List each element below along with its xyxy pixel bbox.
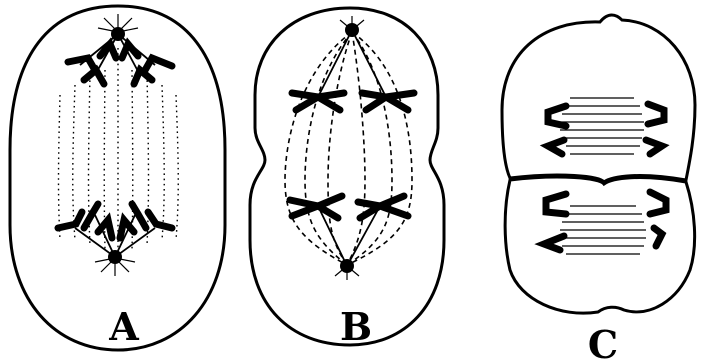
cell-a [10,6,225,350]
panel-label-b: B [340,304,372,349]
panel-label-a: A [108,304,139,349]
cell-b [250,8,444,345]
cell-a-top-chromosomes [68,34,172,84]
cell-c [502,15,695,313]
cell-b-kinetochore-fibers [318,30,386,266]
cell-a-top-pole [68,14,172,84]
cell-b-upper-chromosomes [292,93,414,110]
cell-c-lower-fibers [560,206,646,254]
cell-b-lower-chromosomes [290,196,408,218]
cell-a-bottom-chromosomes [58,204,172,257]
cell-a-bottom-pole [58,204,172,276]
panel-label-c: C [588,322,618,362]
cell-b-spindle [285,32,412,265]
cell-c-lower-chromosomes [544,192,666,250]
cell-c-upper-fibers [560,98,644,154]
cell-b-membrane [250,8,444,345]
